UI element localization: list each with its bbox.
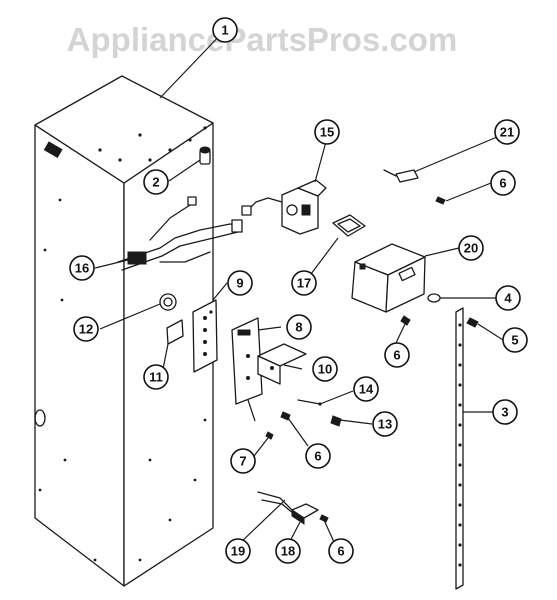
cabinet-part	[34, 75, 214, 587]
svg-text:17: 17	[297, 276, 311, 291]
mounting-rail-part	[455, 307, 464, 590]
callout-15: 15	[314, 119, 340, 145]
label-square-part	[166, 319, 184, 345]
callout-10: 10	[312, 356, 338, 382]
mounting-plate-part	[192, 299, 218, 373]
leader-lines	[94, 29, 504, 546]
callout-6b: 6	[384, 342, 410, 368]
gasket-part	[332, 214, 366, 237]
svg-text:10: 10	[318, 362, 332, 377]
svg-text:15: 15	[320, 125, 334, 140]
svg-text:6: 6	[499, 176, 506, 191]
svg-text:8: 8	[295, 320, 302, 335]
callout-7: 7	[230, 448, 256, 474]
grommet-part	[199, 146, 211, 165]
callout-4: 4	[495, 285, 521, 311]
svg-text:21: 21	[500, 125, 514, 140]
svg-text:11: 11	[149, 370, 163, 385]
control-bracket-part	[241, 179, 327, 235]
bracket-part	[231, 317, 263, 405]
svg-text:14: 14	[359, 382, 374, 397]
callout-group: 1 2 3 4 5 6 6 6 6 7 8 9 10 11 12 13 14 1…	[69, 17, 528, 564]
callout-11: 11	[143, 364, 169, 390]
wire-harness-part	[117, 196, 243, 271]
callout-5: 5	[502, 327, 528, 353]
svg-text:16: 16	[75, 261, 89, 276]
rail-screw-part	[466, 317, 479, 328]
svg-text:3: 3	[501, 405, 508, 420]
callout-1: 1	[212, 17, 238, 43]
plug-part	[159, 293, 177, 311]
callout-21: 21	[494, 119, 520, 145]
callout-17: 17	[291, 270, 317, 296]
screw-part	[280, 196, 446, 523]
rail-clip-part	[427, 293, 441, 303]
terminal-clip-part	[383, 169, 419, 183]
callout-6d: 6	[328, 538, 354, 564]
switch-part	[291, 503, 319, 525]
svg-text:7: 7	[239, 454, 246, 469]
callout-8: 8	[286, 314, 312, 340]
svg-text:6: 6	[337, 544, 344, 559]
small-screw-part	[265, 431, 274, 440]
callout-12: 12	[73, 316, 99, 342]
pin-part	[297, 399, 322, 406]
svg-text:20: 20	[464, 241, 478, 256]
svg-text:18: 18	[281, 544, 295, 559]
callout-6c: 6	[305, 443, 331, 469]
svg-text:13: 13	[378, 417, 392, 432]
watermark-text: AppliancePartsPros.com	[67, 21, 458, 58]
callout-9: 9	[227, 270, 253, 296]
svg-text:4: 4	[504, 291, 512, 306]
svg-text:5: 5	[511, 333, 518, 348]
callout-19: 19	[225, 538, 251, 564]
svg-text:9: 9	[236, 276, 243, 291]
callout-14: 14	[353, 376, 379, 402]
wire-part	[257, 491, 295, 515]
svg-text:19: 19	[231, 544, 245, 559]
callout-3: 3	[492, 399, 518, 425]
svg-text:2: 2	[152, 175, 159, 190]
nut-part	[330, 415, 342, 427]
callout-16: 16	[69, 255, 95, 281]
housing-cover-part	[351, 243, 426, 313]
angle-bracket-part	[257, 343, 307, 385]
callout-13: 13	[372, 411, 398, 437]
svg-text:12: 12	[79, 322, 93, 337]
callout-6a: 6	[490, 170, 516, 196]
svg-text:1: 1	[221, 23, 228, 38]
callout-18: 18	[275, 538, 301, 564]
callout-20: 20	[458, 235, 484, 261]
svg-text:6: 6	[314, 449, 321, 464]
callout-2: 2	[143, 169, 169, 195]
svg-text:6: 6	[393, 348, 400, 363]
